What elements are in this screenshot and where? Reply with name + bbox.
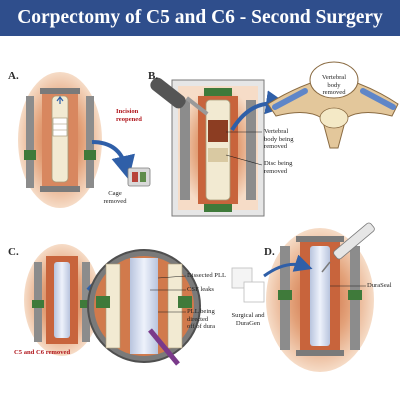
cage-removed-label: Cage removed [103, 190, 127, 205]
vertebral-body-removed [309, 61, 359, 99]
incision-reopened-label: Incision reopened [116, 108, 142, 123]
panel-b-surgical-site [171, 79, 265, 217]
panel-a-cage [52, 117, 68, 137]
panel-a-retractor-bottom [40, 186, 80, 192]
panel-b-leader-disc [225, 154, 263, 166]
drill-tool-illustration [150, 77, 209, 116]
panel-b-retractor-right [246, 100, 256, 200]
removed-cage-illustration [127, 167, 151, 187]
vertebra-cross-section [267, 61, 399, 149]
panel-b-letter: B. [148, 70, 159, 82]
panel-c-letter: C. [8, 246, 19, 258]
panel-b-retractor-left [180, 100, 190, 200]
disc-being-removed-label: Disc being removed [264, 160, 293, 175]
panel-a-clip-right [84, 150, 96, 160]
panel-d-arrow-icon [263, 254, 313, 278]
c5-c6-removed-label: C5 and C6 removed [14, 349, 71, 356]
panel-d-letter: D. [264, 246, 275, 258]
panel-d-dura [310, 246, 330, 346]
panel-c-dura [54, 262, 70, 338]
surgical-duragen-label: Surgical and DuraGen [231, 312, 265, 327]
panel-b-clip-top [204, 88, 232, 96]
vertebral-body-removed-label: Vertebral body removed [321, 74, 347, 97]
panel-b-clip-bottom [204, 204, 232, 212]
panel-b-cavity [208, 120, 228, 142]
duraseal-label: DuraSeal [367, 282, 392, 289]
panel-a-retractor-top [40, 88, 80, 94]
panel-a-vertebrae [51, 95, 69, 183]
page-title: Corpectomy of C5 and C6 - Second Surgery [17, 7, 383, 28]
panel-a-retractor-left [26, 96, 34, 188]
magnified-dura [130, 258, 158, 354]
dissected-pll-label: Dissected PLL [187, 272, 227, 279]
duraseal-syringe-illustration [321, 222, 375, 273]
panel-a-cage-arrow-icon [91, 140, 135, 180]
spinal-cord [319, 107, 349, 129]
panel-c-magnified-view [87, 249, 201, 366]
panel-a-letter: A. [8, 70, 19, 82]
vertebra-nerve-right [359, 88, 397, 110]
pll-directed-label: PLL being directed off of dura [187, 308, 216, 331]
panel-c-surgical-site [24, 244, 100, 356]
title-banner [0, 0, 400, 36]
panel-d-surgical-site [266, 228, 374, 372]
vertebra-nerve-left [271, 88, 309, 110]
csf-leaks-label: CSF leaks [187, 286, 214, 293]
duragen-patches-illustration [231, 267, 265, 303]
vertebral-body-being-removed-label: Vertebral body being removed [264, 128, 294, 151]
panel-a-clip-left [24, 150, 36, 160]
dissector-tool [148, 328, 180, 366]
panel-a-retractor-right [86, 96, 94, 188]
panel-a-up-arrow-icon [56, 96, 64, 104]
panel-a-surgical-site [18, 72, 102, 208]
panel-b-disc [208, 148, 228, 162]
